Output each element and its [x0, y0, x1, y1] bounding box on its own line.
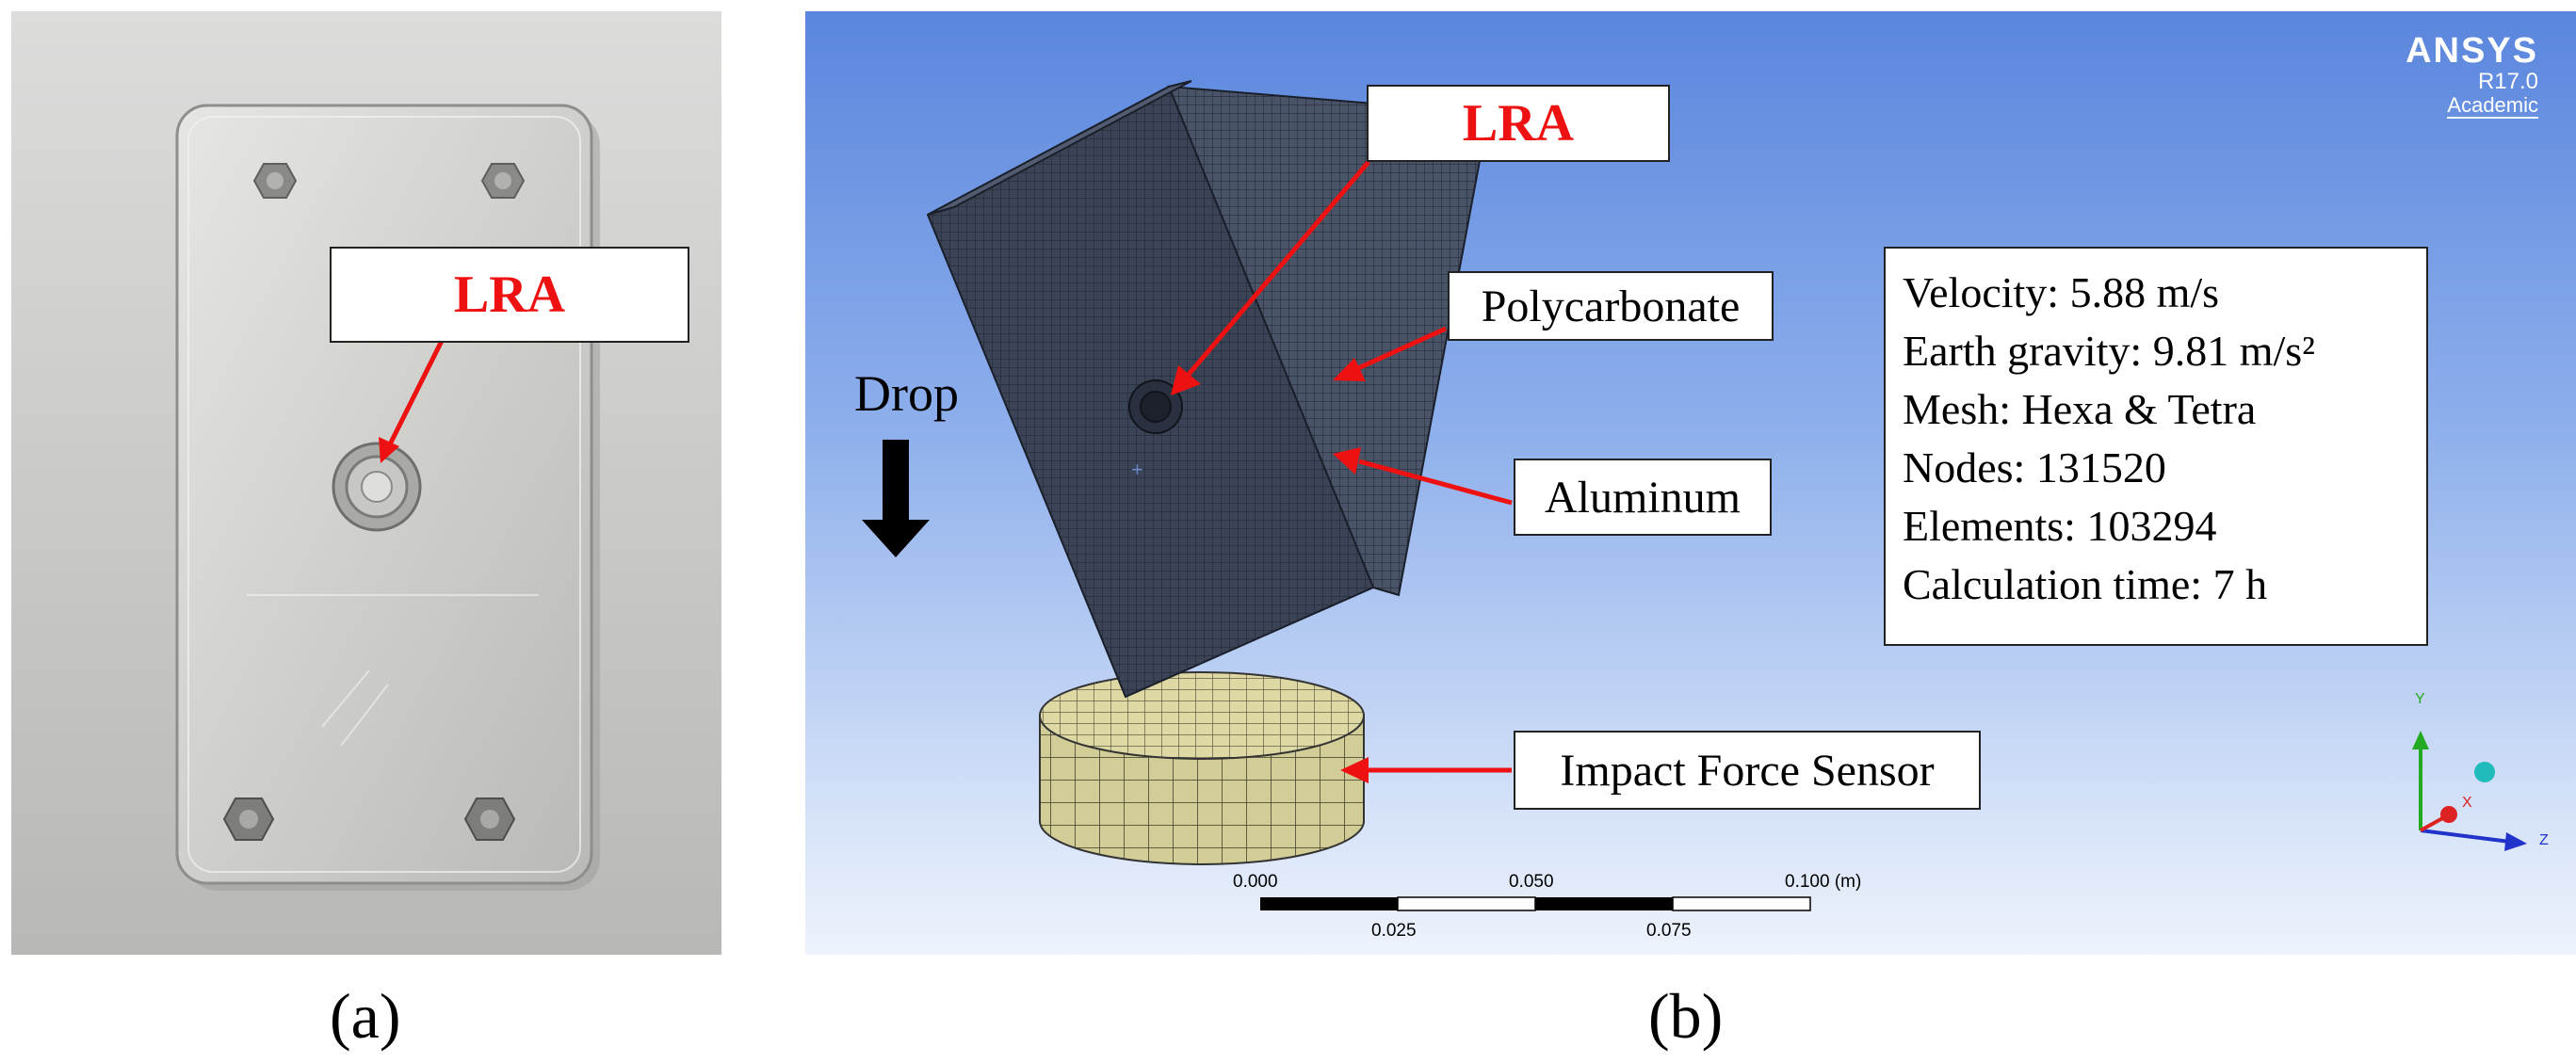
surface-scratches	[247, 594, 539, 747]
lra-arrow-a	[387, 337, 446, 446]
lra-label-b: LRA	[1367, 85, 1670, 162]
lra-actuator	[332, 442, 422, 532]
bolt-bottom-left	[222, 797, 275, 841]
lra-label-a: LRA	[330, 247, 689, 343]
scale-bar	[1260, 896, 1811, 911]
ansys-edition: Academic	[2447, 93, 2538, 119]
bolt-top-left	[252, 163, 298, 199]
plate-top-edge	[927, 80, 1192, 216]
bolt-top-right	[480, 163, 526, 199]
lra-arrow-head-a	[379, 437, 399, 463]
scale-label-075: 0.075	[1646, 921, 1692, 941]
polycarbonate-label: Polycarbonate	[1448, 271, 1774, 341]
info-mesh: Mesh: Hexa & Tetra	[1903, 385, 2257, 433]
ansys-logo: ANSYS R17.0 Academic	[2406, 32, 2538, 119]
info-elements: Elements: 103294	[1903, 502, 2217, 550]
plate-edge-highlight	[187, 116, 581, 873]
bolt-bottom-right	[463, 797, 516, 841]
impact-force-sensor-model	[1039, 671, 1365, 865]
axis-x-label: X	[2462, 795, 2472, 811]
info-velocity: Velocity: 5.88 m/s	[1903, 268, 2220, 316]
info-gravity: Earth gravity: 9.81 m/s²	[1903, 327, 2315, 375]
scale-label-0: 0.000	[1233, 872, 1278, 892]
simulation-panel: +	[805, 11, 2576, 955]
info-calculation-time: Calculation time: 7 h	[1903, 560, 2268, 608]
origin-marker: +	[1131, 458, 1143, 481]
drop-label: Drop	[854, 365, 959, 422]
scale-label-025: 0.025	[1371, 921, 1417, 941]
axis-triad	[2412, 731, 2527, 851]
caption-b: (b)	[1648, 980, 1724, 1052]
scale-label-050: 0.050	[1509, 872, 1554, 892]
drop-arrow	[862, 440, 930, 557]
axis-y-label: Y	[2415, 691, 2425, 707]
photo-illustration	[11, 11, 721, 955]
axis-z-label: Z	[2539, 832, 2549, 848]
simulation-parameters-box: Velocity: 5.88 m/s Earth gravity: 9.81 m…	[1884, 247, 2428, 646]
ansys-version: R17.0	[2477, 69, 2538, 94]
scale-label-100: 0.100 (m)	[1785, 872, 1862, 892]
photo-panel: LRA	[11, 11, 721, 955]
callout-arrows	[1171, 160, 1513, 783]
impact-force-sensor-label: Impact Force Sensor	[1514, 731, 1981, 810]
simulation-illustration: +	[862, 80, 2527, 911]
ansys-name: ANSYS	[2406, 31, 2538, 71]
caption-a: (a)	[330, 980, 401, 1052]
aluminum-label: Aluminum	[1514, 459, 1772, 536]
lra-model	[1128, 379, 1183, 434]
info-nodes: Nodes: 131520	[1903, 443, 2166, 491]
